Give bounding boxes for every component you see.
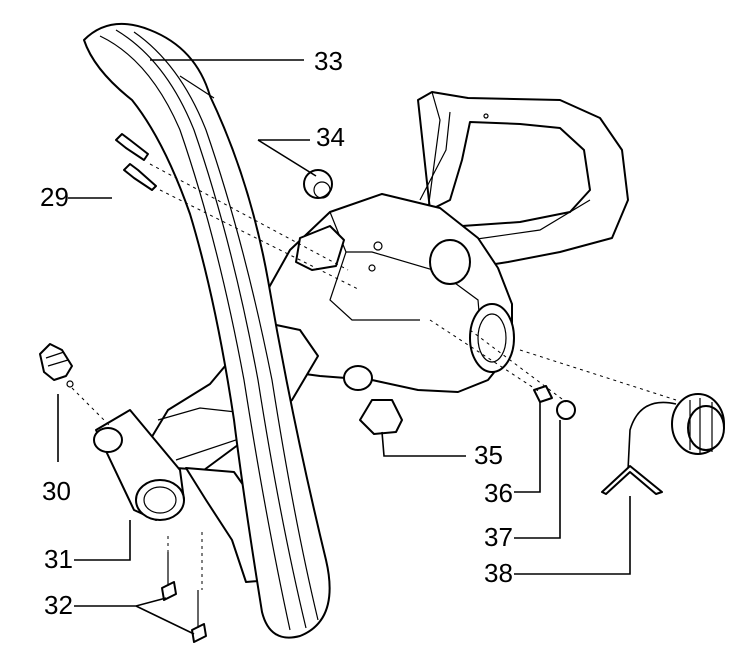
- callout-32: 32: [44, 590, 73, 620]
- small-parts-36-37: [533, 385, 576, 420]
- callout-38: 38: [484, 558, 513, 588]
- callout-35: 35: [474, 440, 503, 470]
- leader-lines: [57, 59, 631, 635]
- callout-37: 37: [484, 522, 513, 552]
- nut-part-34: [303, 169, 333, 199]
- cap-part-38: [601, 393, 725, 495]
- front-handlebar: [83, 23, 331, 639]
- plug-part-35: [359, 399, 403, 435]
- screw-parts-32: [161, 552, 207, 643]
- spring-part-30: [39, 343, 74, 388]
- callout-36: 36: [484, 478, 513, 508]
- handle-housing: [249, 193, 515, 393]
- screw-parts-29: [115, 133, 157, 191]
- tube-part: [93, 409, 185, 521]
- callout-34: 34: [316, 122, 345, 152]
- callout-labels: 33 34 29 30 31 32 35 36 37 38: [40, 46, 513, 620]
- alignment-lines: [71, 163, 677, 590]
- callout-31: 31: [44, 544, 73, 574]
- callout-30: 30: [42, 476, 71, 506]
- callout-29: 29: [40, 182, 69, 212]
- callout-33: 33: [314, 46, 343, 76]
